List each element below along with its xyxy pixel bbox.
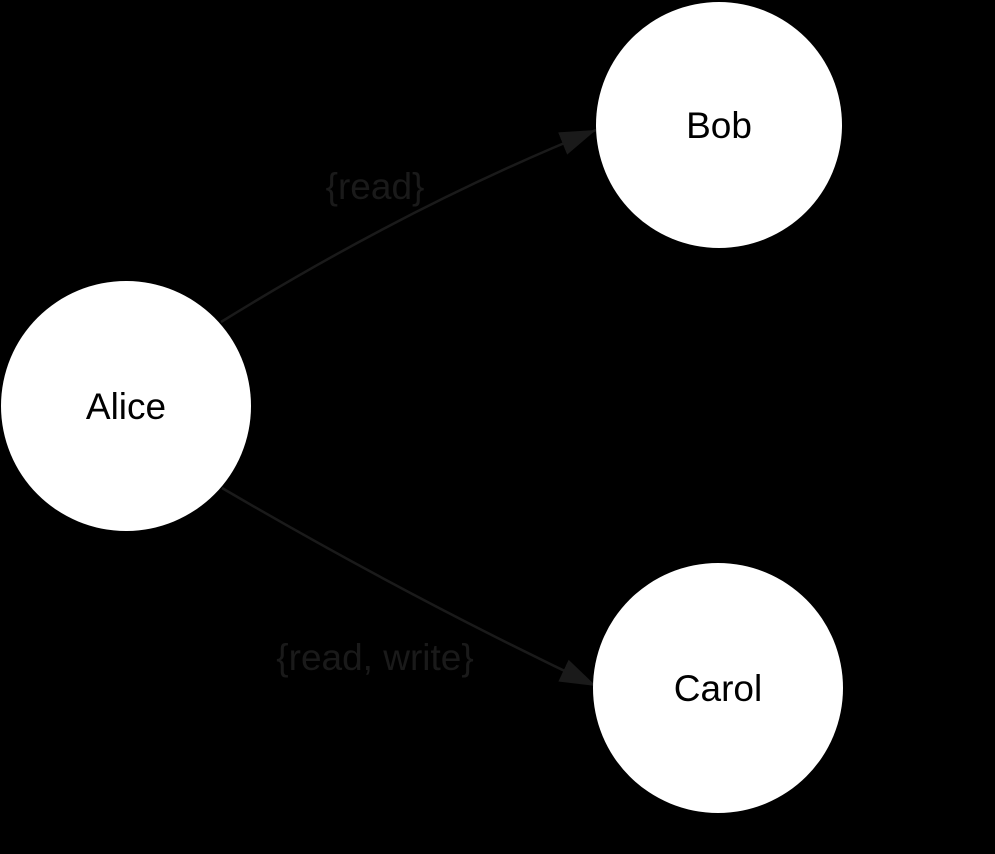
node-alice: Alice — [1, 281, 251, 531]
node-alice-label: Alice — [85, 385, 167, 427]
node-bob: Bob — [596, 2, 842, 248]
edge-alice-bob — [220, 128, 597, 324]
node-carol-label: Carol — [673, 667, 763, 709]
node-bob-label: Bob — [686, 104, 752, 146]
edge-label-alice-bob: {read} — [325, 166, 425, 207]
edge-label-alice-carol: {read, write} — [276, 637, 474, 678]
node-carol: Carol — [593, 563, 843, 813]
edge-alice-carol — [221, 486, 597, 688]
